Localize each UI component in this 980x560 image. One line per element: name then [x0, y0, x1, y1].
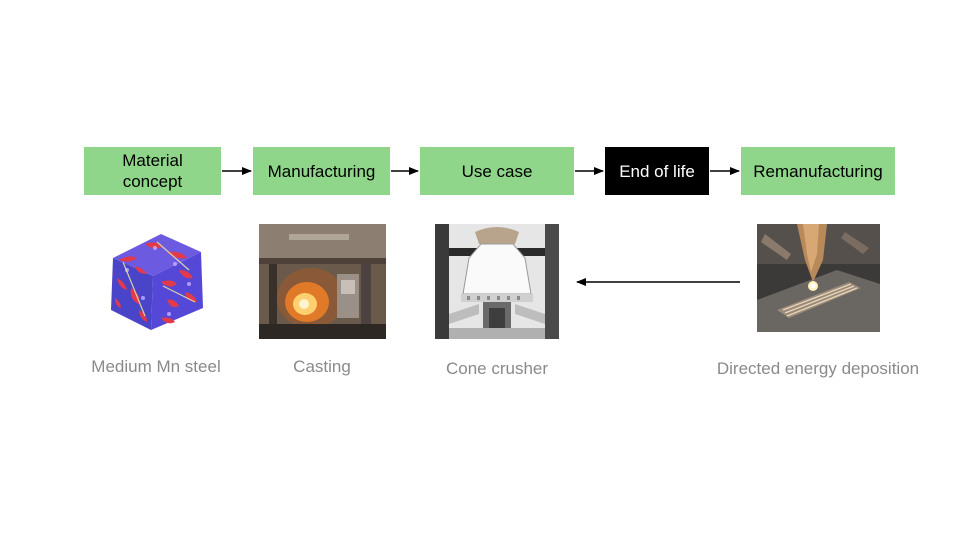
step-end-of-life: End of life [605, 147, 709, 195]
step-label: Material concept [122, 151, 183, 191]
caption-directed-energy-deposition: Directed energy deposition [716, 359, 920, 378]
foundry-furnace-photo-icon [259, 224, 386, 339]
cone-crusher-photo-icon [435, 224, 559, 339]
caption-medium-mn-steel: Medium Mn steel [91, 357, 221, 376]
step-label: Use case [461, 161, 533, 181]
step-remanufacturing: Remanufacturing [741, 147, 895, 195]
step-manufacturing: Manufacturing [253, 147, 390, 195]
step-label: Remanufacturing [753, 161, 883, 181]
caption-casting: Casting [293, 357, 351, 376]
step-material-concept: Material concept [84, 147, 221, 195]
step-label: End of life [619, 161, 695, 181]
caption-cone-crusher: Cone crusher [445, 359, 549, 378]
step-use-case: Use case [420, 147, 574, 195]
steel-microstructure-cube-icon [105, 226, 209, 336]
step-label: Manufacturing [267, 161, 376, 181]
laser-deposition-photo-icon [757, 224, 880, 332]
